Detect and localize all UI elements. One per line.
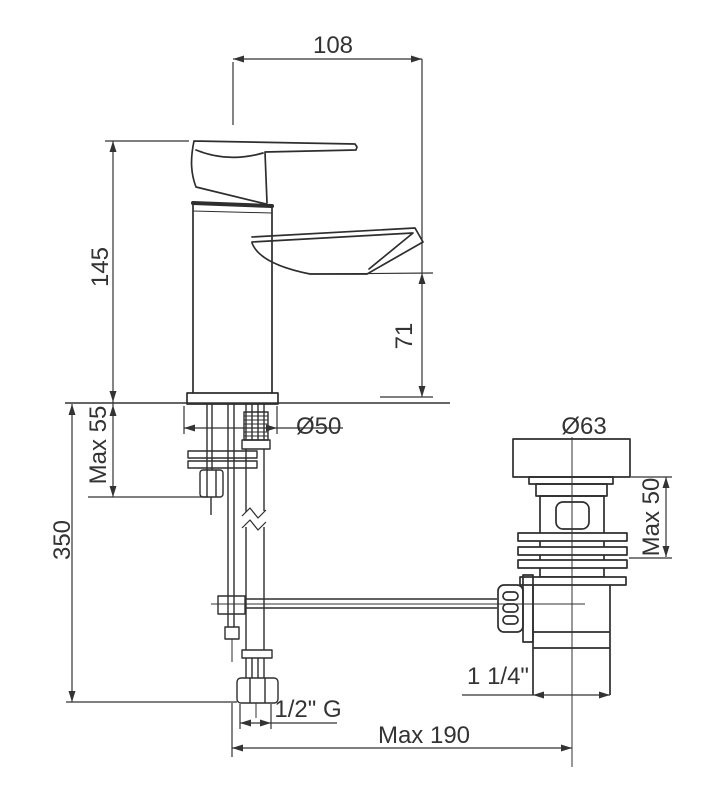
knob-slot-1 (502, 591, 519, 601)
label-waste-max-depth: Max 50 (638, 478, 665, 557)
mounting-washer-lower (187, 460, 258, 469)
knob-slot-2 (502, 603, 519, 613)
label-inlet-thread: 1/2" G (274, 696, 341, 723)
under-deck-assembly (187, 404, 497, 704)
label-hose-length: 350 (49, 520, 76, 560)
arrow (109, 391, 117, 402)
mounting-washer-upper (187, 450, 258, 459)
horizontal-rod (245, 598, 497, 609)
pop-up-rod (227, 404, 235, 627)
hose-nut-facets (249, 678, 266, 703)
arrow (109, 405, 117, 416)
arrow (232, 744, 243, 752)
dimension-arrows (68, 55, 670, 752)
faucet-base-plate (186, 392, 279, 405)
arrow (260, 719, 271, 727)
arrow (418, 386, 426, 397)
arrow (266, 424, 277, 432)
dim-hose-length (66, 404, 237, 703)
arrow (233, 55, 244, 63)
lift-rod-clamp (217, 595, 246, 615)
label-height: 145 (87, 247, 114, 287)
faucet-handle-lever (190, 140, 358, 205)
arrow (533, 691, 544, 699)
label-waste-flange-diameter: Ø63 (561, 413, 606, 440)
dim-waste-depth (629, 476, 672, 559)
pop-up-rod-foot (224, 626, 240, 640)
hose-collar (241, 439, 271, 450)
faucet-body-seam (191, 201, 274, 208)
knurled-knob (497, 584, 524, 633)
arrow (68, 691, 76, 702)
arrow (662, 477, 670, 488)
arrow (599, 691, 610, 699)
arrow (109, 486, 117, 497)
mounting-stud (206, 404, 213, 515)
faucet-body-seam-line (192, 210, 273, 214)
dimension-labels: 108 145 71 Max 55 350 Ø50 1/2" G Max 190… (49, 32, 665, 749)
label-spout-reach: 108 (313, 32, 353, 59)
faucet-body (192, 203, 273, 394)
dimension-lines (65, 58, 672, 757)
arrow (184, 424, 195, 432)
waste-step (528, 476, 614, 485)
dim-inlet-thread (239, 704, 337, 729)
knob-slot-3 (502, 615, 519, 625)
hose-nut (236, 677, 279, 704)
label-rod-reach: Max 190 (378, 722, 470, 749)
arrow (662, 546, 670, 557)
arrow (418, 273, 426, 284)
label-base-diameter: Ø50 (296, 413, 341, 440)
mounting-nut-facets (206, 470, 217, 497)
arrow (561, 744, 572, 752)
faucet-spout (251, 227, 424, 275)
hose-thread-lines (244, 415, 268, 437)
arrow (240, 719, 251, 727)
hose-ferrule (241, 649, 273, 659)
hose-braid-lines (245, 658, 265, 678)
hose-break-symbol (241, 507, 267, 531)
faucet (186, 140, 424, 405)
dim-spout-reach (232, 58, 422, 125)
dim-height-and-deck (88, 140, 208, 498)
label-max-deck-thickness: Max 55 (85, 406, 112, 485)
supply-hose (245, 449, 265, 650)
arrow (109, 141, 117, 152)
label-waste-outlet-size: 1 1/4" (467, 663, 529, 690)
arrow (411, 55, 422, 63)
label-outlet-height: 71 (391, 323, 418, 350)
arrow (68, 404, 76, 415)
pop-up-waste (497, 438, 631, 695)
center-lines (211, 437, 585, 767)
mounting-nut (199, 469, 224, 498)
waste-lower-flange (519, 576, 627, 586)
hose-top-lines (245, 404, 265, 440)
